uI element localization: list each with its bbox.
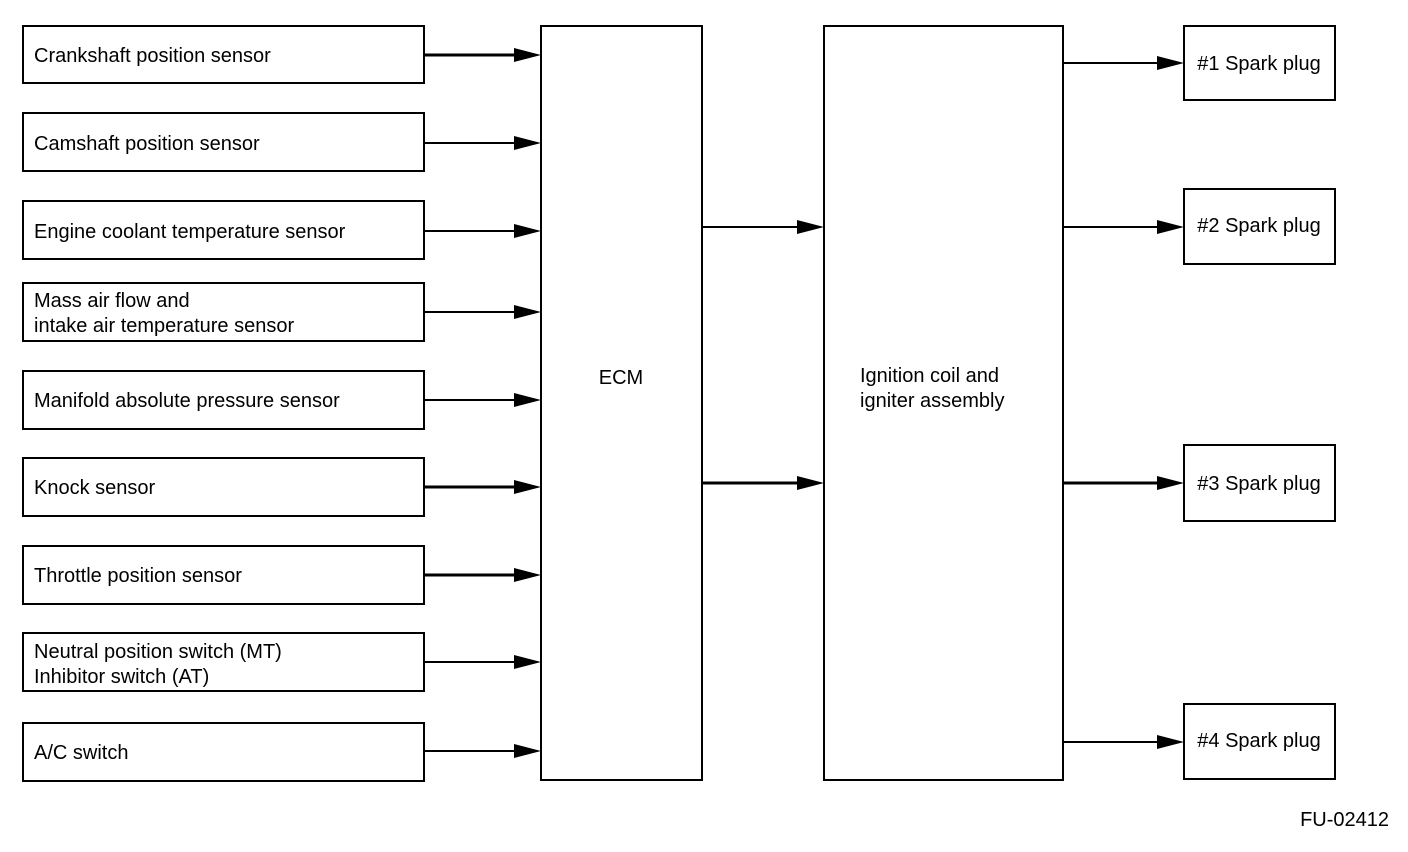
arrow-head-knock <box>514 480 541 494</box>
input-box-maf: Mass air flow and intake air temperature… <box>22 282 425 342</box>
input-arrows <box>424 48 541 758</box>
arrow-head-camshaft <box>514 136 541 150</box>
arrow-head-ecm-ignition-1 <box>797 220 824 234</box>
ecm-box: ECM <box>540 25 703 781</box>
output-box-plug2: #2 Spark plug <box>1183 188 1336 265</box>
input-label-neutral-line-1: Neutral position switch (MT) <box>34 641 282 663</box>
input-label-camshaft: Camshaft position sensor <box>34 133 260 155</box>
input-box-map: Manifold absolute pressure sensor <box>22 370 425 430</box>
arrow-head-plug2 <box>1157 220 1184 234</box>
input-box-crankshaft: Crankshaft position sensor <box>22 25 425 84</box>
input-label-maf-line-2: intake air temperature sensor <box>34 315 294 337</box>
output-label-plug3: #3 Spark plug <box>1197 473 1320 495</box>
input-box-knock: Knock sensor <box>22 457 425 517</box>
ignition-label-line-1: Ignition coil and <box>860 365 999 387</box>
ecm-to-ignition-arrows <box>702 220 824 490</box>
figure-id: FU-02412 <box>1300 809 1389 831</box>
arrow-head-neutral <box>514 655 541 669</box>
ignition-coil-box: Ignition coil and igniter assembly <box>823 25 1064 781</box>
output-box-plug3: #3 Spark plug <box>1183 444 1336 522</box>
arrow-head-throttle <box>514 568 541 582</box>
input-box-coolant: Engine coolant temperature sensor <box>22 200 425 260</box>
output-label-plug4: #4 Spark plug <box>1197 730 1320 752</box>
input-label-maf-line-1: Mass air flow and <box>34 290 190 312</box>
input-label-neutral-line-2: Inhibitor switch (AT) <box>34 666 209 688</box>
arrow-head-ac <box>514 744 541 758</box>
arrow-head-plug3 <box>1157 476 1184 490</box>
input-label-knock: Knock sensor <box>34 477 156 499</box>
ecm-label: ECM <box>599 367 643 389</box>
arrow-head-plug4 <box>1157 735 1184 749</box>
output-box-plug4: #4 Spark plug <box>1183 703 1336 780</box>
input-label-throttle: Throttle position sensor <box>34 565 242 587</box>
input-label-map: Manifold absolute pressure sensor <box>34 390 340 412</box>
input-box-neutral: Neutral position switch (MT) Inhibitor s… <box>22 632 425 692</box>
input-label-coolant: Engine coolant temperature sensor <box>34 221 346 243</box>
arrow-head-ecm-ignition-2 <box>797 476 824 490</box>
ignition-to-plug-arrows <box>1063 56 1184 749</box>
arrow-head-plug1 <box>1157 56 1184 70</box>
ignition-label-line-2: igniter assembly <box>860 390 1005 412</box>
input-box-camshaft: Camshaft position sensor <box>22 112 425 172</box>
arrow-head-coolant <box>514 224 541 238</box>
output-label-plug1: #1 Spark plug <box>1197 53 1320 75</box>
arrow-head-maf <box>514 305 541 319</box>
arrow-head-map <box>514 393 541 407</box>
input-label-ac: A/C switch <box>34 742 128 764</box>
arrow-head-crankshaft <box>514 48 541 62</box>
input-box-ac: A/C switch <box>22 722 425 782</box>
output-label-plug2: #2 Spark plug <box>1197 215 1320 237</box>
input-label-crankshaft: Crankshaft position sensor <box>34 45 271 67</box>
input-box-throttle: Throttle position sensor <box>22 545 425 605</box>
output-box-plug1: #1 Spark plug <box>1183 25 1336 101</box>
